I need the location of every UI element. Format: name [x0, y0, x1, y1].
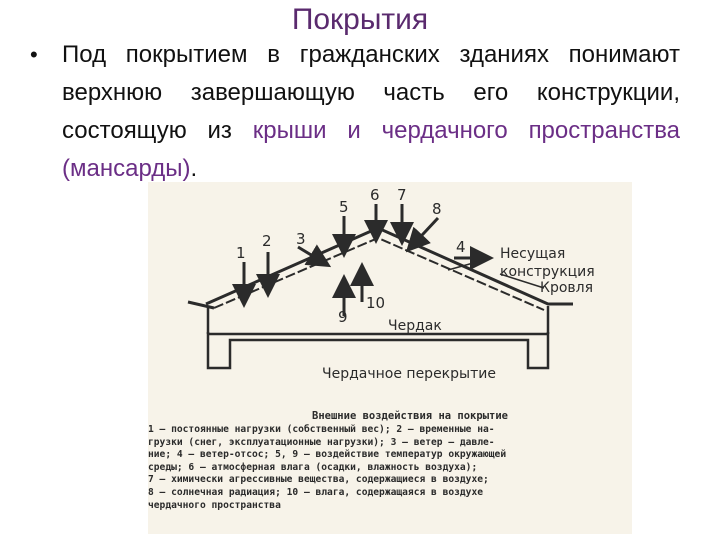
- leader-roofing: [499, 273, 545, 289]
- bullet-text-and: и: [347, 117, 361, 144]
- label-roofing: Кровля: [540, 280, 593, 296]
- bullet-text-plain: Под покрытием в гражданских зданиях пони…: [62, 41, 680, 144]
- legend-line: ние; 4 — ветер-отсос; 5, 9 — воздействие…: [148, 449, 507, 461]
- slide-title: Покрытия: [291, 3, 429, 36]
- eave-left: [187, 300, 215, 310]
- label-bearing-line1: Несущая: [500, 246, 565, 262]
- arrow-number-7: 7: [397, 186, 407, 204]
- legend-line: среды; 6 — атмосферная влага (осадки, вл…: [148, 461, 478, 473]
- roof-diagram: 1 2 3 4 5 6 7 8 9 10 Несущая конструкция…: [187, 186, 595, 382]
- label-attic-floor: Чердачное перекрытие: [322, 366, 496, 382]
- leader-bearing: [447, 259, 485, 271]
- arrow-number-4: 4: [456, 238, 466, 256]
- arrow-number-6: 6: [370, 186, 380, 204]
- legend-line: грузки (снег, эксплуатационные нагрузки)…: [148, 436, 495, 448]
- arrow-8: [405, 216, 440, 253]
- arrow-number-10: 10: [366, 294, 385, 312]
- arrow-number-2: 2: [262, 232, 272, 250]
- bullet-text-attic: чердачного пространства (мансарды): [62, 117, 681, 182]
- bullet-paragraph: • Под покрытием в гражданских зданиях по…: [30, 36, 680, 188]
- arrow-number-5: 5: [339, 198, 349, 216]
- bullet-text-end: .: [190, 155, 198, 182]
- roof-diagram-scan: 1 2 3 4 5 6 7 8 9 10 Несущая конструкция…: [148, 182, 632, 534]
- legend-line: 7 — химически агрессивные вещества, соде…: [148, 474, 489, 486]
- label-attic: Чердак: [388, 318, 442, 334]
- arrow-number-9: 9: [338, 308, 348, 326]
- arrow-number-3: 3: [296, 230, 306, 248]
- legend-line: 1 — постоянные нагрузки (собственный вес…: [148, 424, 495, 435]
- arrow-number-8: 8: [432, 200, 442, 218]
- bullet-dot: •: [30, 42, 38, 67]
- legend-line: чердачного пространства: [148, 499, 281, 511]
- label-bearing-line2: конструкция: [500, 264, 595, 280]
- legend-line: 8 — солнечная радиация; 10 — влага, соде…: [148, 486, 484, 498]
- walls-and-floor: [206, 332, 550, 370]
- arrow-3: [297, 244, 332, 268]
- bullet-text: Под покрытием в гражданских зданиях пони…: [62, 36, 680, 188]
- bullet-text-roof: крыши: [252, 117, 327, 144]
- arrow-number-1: 1: [236, 244, 246, 262]
- diagram-legend: Внешние воздействия на покрытие 1 — пост…: [148, 410, 632, 512]
- legend-title: Внешние воздействия на покрытие: [312, 410, 508, 422]
